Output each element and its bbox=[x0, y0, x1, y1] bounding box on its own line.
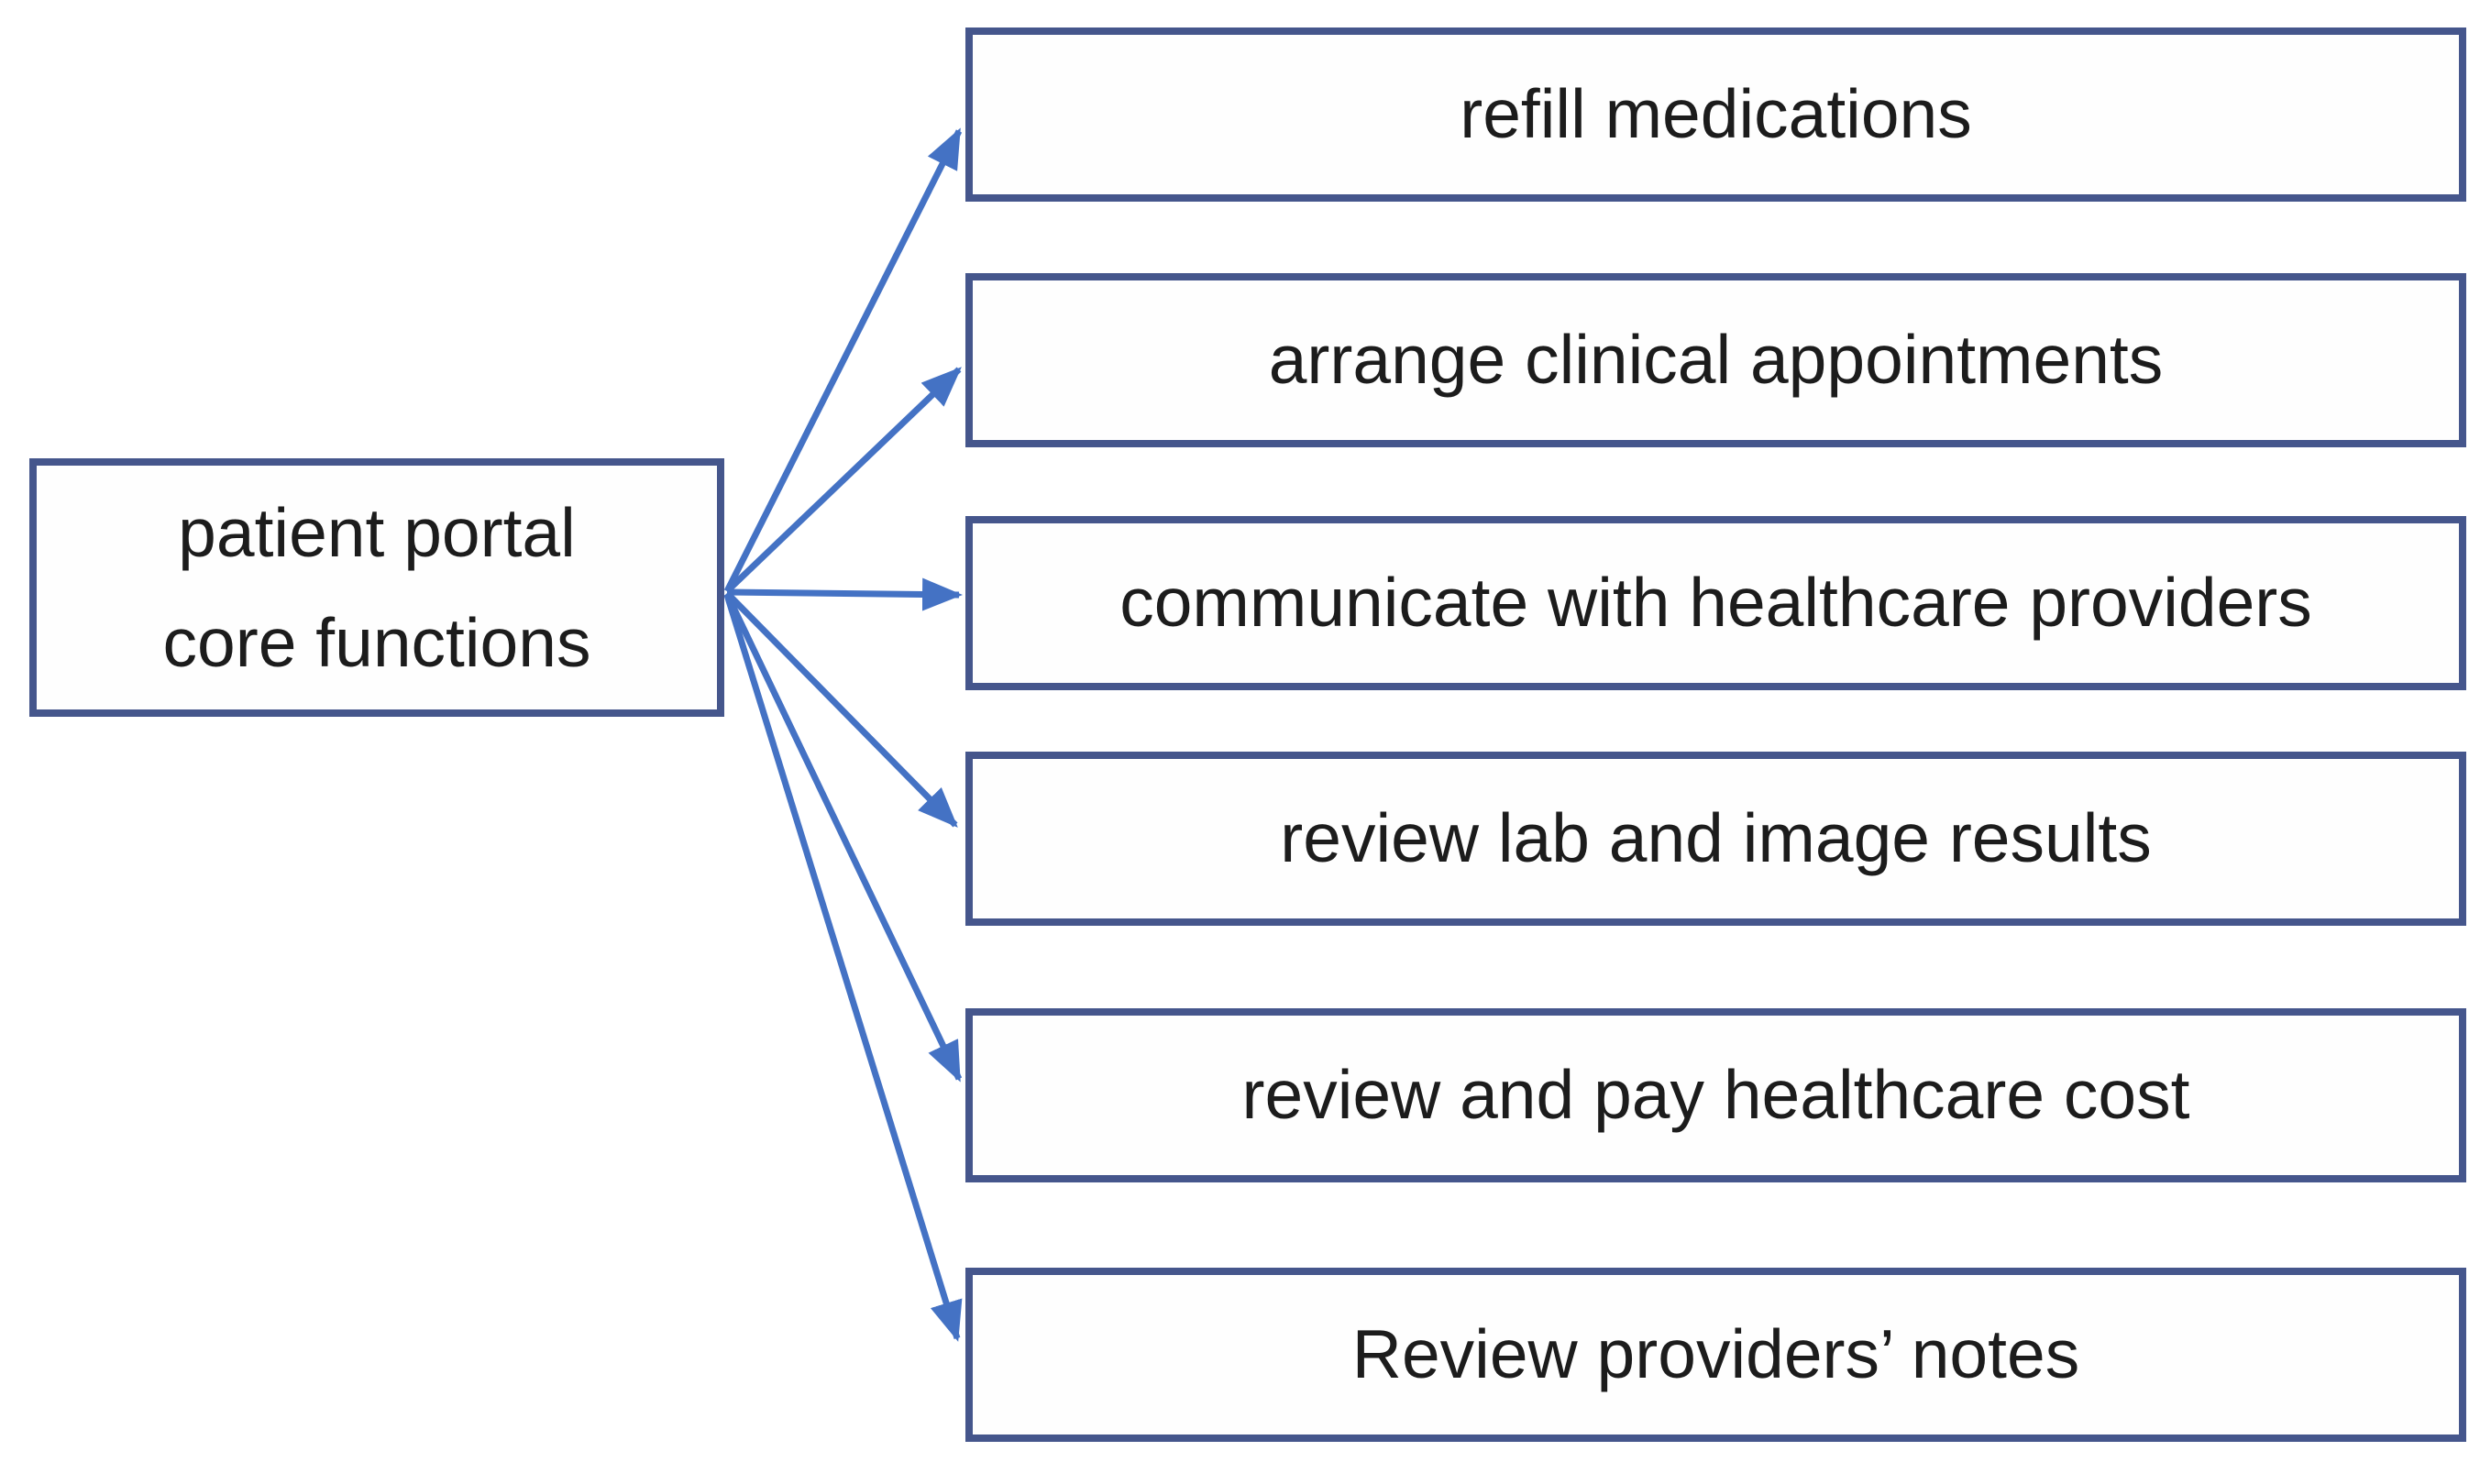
function-box-label: communicate with healthcare providers bbox=[1119, 564, 2312, 642]
function-box-label: refill medications bbox=[1460, 75, 1972, 153]
root-box-label-line-2: core functions bbox=[162, 604, 591, 681]
function-box-label: review lab and image results bbox=[1280, 799, 2152, 877]
function-box-label: Review providers’ notes bbox=[1351, 1315, 2080, 1393]
function-box-label: arrange clinical appointments bbox=[1268, 321, 2164, 399]
arrow-to-review-lab-and-image-results bbox=[724, 590, 958, 828]
arrow-to-arrange-clinical-appointments bbox=[724, 367, 962, 594]
function-box-review-lab-and-image-results: review lab and image results bbox=[965, 752, 2466, 926]
arrow-to-review-and-pay-healthcare-cost bbox=[723, 592, 963, 1083]
function-box-review-providers-notes: Review providers’ notes bbox=[965, 1268, 2466, 1442]
function-box-label: review and pay healthcare cost bbox=[1241, 1056, 2190, 1134]
function-box-arrange-clinical-appointments: arrange clinical appointments bbox=[965, 273, 2466, 447]
root-box-patient-portal-core-functions: patient portal core functions bbox=[29, 458, 724, 717]
function-box-refill-medications: refill medications bbox=[965, 27, 2466, 202]
arrow-to-communicate-with-healthcare-providers bbox=[726, 577, 963, 611]
function-box-review-and-pay-healthcare-cost: review and pay healthcare cost bbox=[965, 1008, 2466, 1182]
arrow-to-refill-medications bbox=[723, 127, 963, 593]
function-box-communicate-with-healthcare-providers: communicate with healthcare providers bbox=[965, 516, 2466, 690]
arrow-to-review-providers-notes bbox=[723, 593, 963, 1342]
root-box-label-line-1: patient portal bbox=[178, 494, 576, 571]
